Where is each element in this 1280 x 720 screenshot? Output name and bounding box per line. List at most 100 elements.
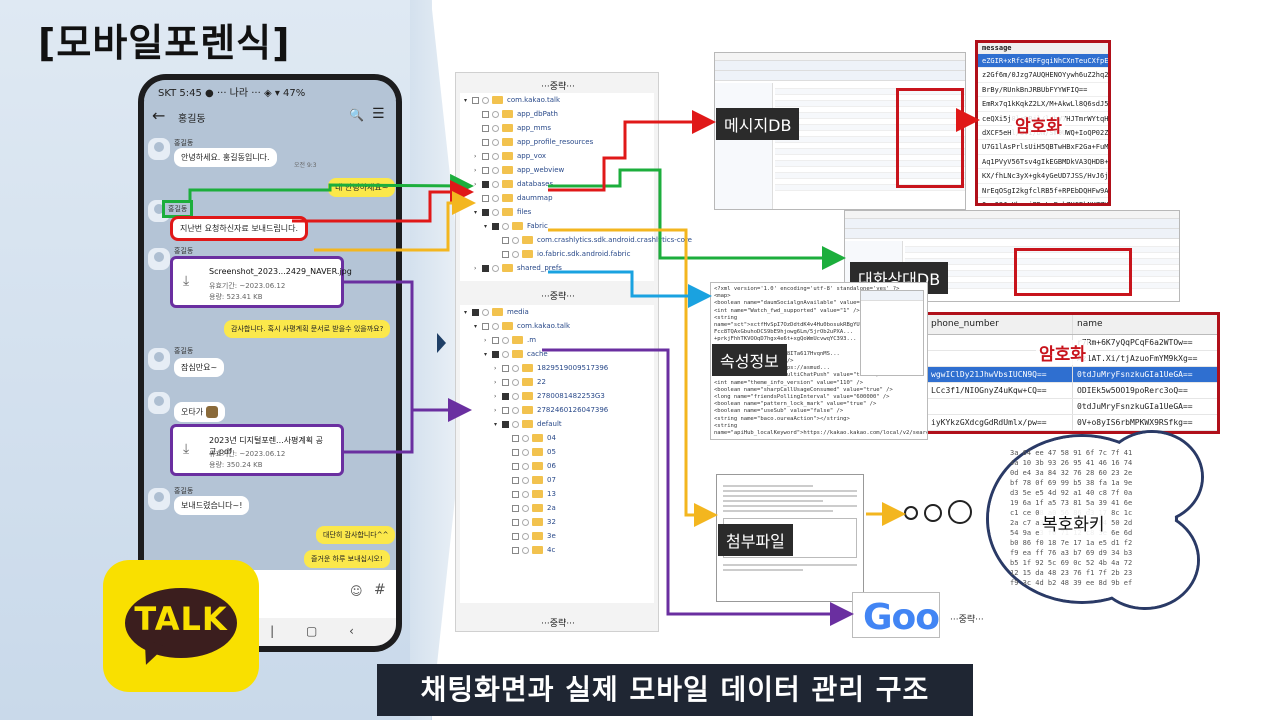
search-icon[interactable]: 🔍 xyxy=(349,108,364,122)
avatar[interactable] xyxy=(148,248,170,270)
message-cell[interactable]: Aq1PVyV56Tsv4gIkEGBMDkVA3QHDB+2KKq7... xyxy=(978,155,1108,170)
tree-node[interactable]: ▾media xyxy=(460,305,654,319)
expand-toggle-icon[interactable]: › xyxy=(494,406,497,414)
table-row[interactable]: LCc3f1/NIOGnyZ4uKqw+CQ==ODIEk5w5OO19poRe… xyxy=(927,383,1217,399)
table-row[interactable]: iyKYkzGXdcgGdRdUmlx/pw==0V+o8yIS6rbMPKWX… xyxy=(927,415,1217,431)
tree-node[interactable]: app_dbPath xyxy=(460,107,654,121)
expand-toggle-icon[interactable]: ▾ xyxy=(494,420,498,428)
checkbox[interactable] xyxy=(502,236,509,244)
tree-node[interactable]: ›1829519009517396 xyxy=(460,361,654,375)
expand-toggle-icon[interactable]: ▾ xyxy=(464,96,468,104)
menu-icon[interactable]: ☰ xyxy=(372,106,385,122)
tree-node[interactable]: 3e xyxy=(460,529,654,543)
checkbox[interactable] xyxy=(482,322,489,330)
tree-node[interactable]: ›shared_prefs xyxy=(460,261,654,275)
message-cell[interactable]: NrEqOSgI2kgfclRB5f+RPEbDQHFw9A/uCt9xgL..… xyxy=(978,184,1108,198)
expand-toggle-icon[interactable]: ▾ xyxy=(474,322,478,330)
checkbox[interactable] xyxy=(512,504,519,512)
emoji-icon[interactable]: ☺ xyxy=(350,584,363,598)
tree-node[interactable]: io.fabric.sdk.android.fabric xyxy=(460,247,654,261)
tree-node[interactable]: 06 xyxy=(460,459,654,473)
nav-buttons[interactable]: ||| ▢ ‹ xyxy=(234,624,368,638)
expand-toggle-icon[interactable]: ▾ xyxy=(484,222,488,230)
expand-toggle-icon[interactable]: › xyxy=(494,392,497,400)
message-cell[interactable]: U7G1lAsPrlsUiH5QBTwHBxF2Ga+FuM6x1kyrNw== xyxy=(978,140,1108,155)
checkbox[interactable] xyxy=(482,208,489,216)
tree-node[interactable]: 4c xyxy=(460,543,654,557)
checkbox[interactable] xyxy=(512,462,519,470)
file-attachment-bubble[interactable]: ⤓ 2023년 디지털포렌...사평계획 공고.pdf 유효기간: ~2023.… xyxy=(170,424,344,476)
message-cell[interactable]: eZGIR+xRfc4RFFgqiNhCXnTeuCXfpE/uGq8ocv/W… xyxy=(978,54,1108,69)
checkbox[interactable] xyxy=(482,264,489,272)
tree-node[interactable]: ▾com.kakao.talk xyxy=(460,319,654,333)
back-arrow-icon[interactable]: ← xyxy=(152,106,166,125)
tree-node[interactable]: ›databases xyxy=(460,177,654,191)
checkbox[interactable] xyxy=(502,392,509,400)
tree-node[interactable]: ▾com.kakao.talk xyxy=(460,93,654,107)
message-cell[interactable]: KX/fhLNc3yX+gk4yGeUD7JSS/HvJ6j0x/aZJfm..… xyxy=(978,169,1108,184)
checkbox[interactable] xyxy=(502,250,509,258)
checkbox[interactable] xyxy=(502,406,509,414)
checkbox[interactable] xyxy=(492,336,499,344)
checkbox[interactable] xyxy=(492,222,499,230)
checkbox[interactable] xyxy=(482,124,489,132)
checkbox[interactable] xyxy=(482,152,489,160)
avatar[interactable] xyxy=(148,138,170,160)
tree-node[interactable]: 04 xyxy=(460,431,654,445)
message-cell[interactable]: OrrQ3JoUbmzjPDeLeEakZUGEkNKZZHwA2N4S5... xyxy=(978,198,1108,203)
checkbox[interactable] xyxy=(512,448,519,456)
tree-node[interactable]: app_profile_resources xyxy=(460,135,654,149)
checkbox[interactable] xyxy=(472,308,479,316)
hash-icon[interactable]: # xyxy=(374,582,386,598)
expand-toggle-icon[interactable]: › xyxy=(484,336,487,344)
table-row[interactable]: wgwIClDy21JhwVbsIUCN9Q==0tdJuMryFsnzkuGI… xyxy=(927,367,1217,383)
tree-node[interactable]: com.crashlytics.sdk.android.crashlytics-… xyxy=(460,233,692,247)
avatar[interactable] xyxy=(148,392,170,414)
tree-node[interactable]: ▾cache xyxy=(460,347,654,361)
tree-node[interactable]: 2a xyxy=(460,501,654,515)
tree-node[interactable]: 05 xyxy=(460,445,654,459)
expand-toggle-icon[interactable]: ▾ xyxy=(464,308,468,316)
table-row[interactable]: 0tdJuMryFsnzkuGIa1UeGA== xyxy=(927,399,1217,415)
expand-toggle-icon[interactable]: › xyxy=(474,180,477,188)
tree-node[interactable]: ›app_vox xyxy=(460,149,654,163)
checkbox[interactable] xyxy=(512,476,519,484)
expand-toggle-icon[interactable]: › xyxy=(494,378,497,386)
message-cell[interactable]: z2Gf6m/0Jzg7AUQHENOYywh6uZ2hq2uFu... xyxy=(978,68,1108,83)
checkbox[interactable] xyxy=(482,110,489,118)
tree-node[interactable]: ›app_webview xyxy=(460,163,654,177)
tree-node[interactable]: ▾Fabric xyxy=(460,219,654,233)
tree-node[interactable]: daummap xyxy=(460,191,654,205)
expand-toggle-icon[interactable]: ▾ xyxy=(484,350,488,358)
checkbox[interactable] xyxy=(482,180,489,188)
checkbox[interactable] xyxy=(482,138,489,146)
tree-node[interactable]: ›22 xyxy=(460,375,654,389)
checkbox[interactable] xyxy=(512,434,519,442)
checkbox[interactable] xyxy=(492,350,499,358)
expand-toggle-icon[interactable]: › xyxy=(474,264,477,272)
tree-node[interactable]: ›.m xyxy=(460,333,654,347)
checkbox[interactable] xyxy=(482,166,489,174)
expand-toggle-icon[interactable]: › xyxy=(474,152,477,160)
checkbox[interactable] xyxy=(502,420,509,428)
file-attachment-bubble[interactable]: ⤓ Screenshot_2023...2429_NAVER.jpg 유효기간:… xyxy=(170,256,352,308)
checkbox[interactable] xyxy=(502,378,509,386)
message-cell[interactable]: EmRx7q1kKqkZ2LX/M+AkwLl8Q6sdJ5yvqYfiB2..… xyxy=(978,97,1108,112)
tree-node[interactable]: ›2782460126047396 xyxy=(460,403,654,417)
tree-node[interactable]: app_mms xyxy=(460,121,654,135)
tree-node[interactable]: 13 xyxy=(460,487,654,501)
avatar[interactable] xyxy=(148,348,170,370)
tree-node[interactable]: ›2780081482253G3 xyxy=(460,389,654,403)
checkbox[interactable] xyxy=(512,532,519,540)
expand-toggle-icon[interactable]: › xyxy=(494,364,497,372)
tree-node[interactable]: 32 xyxy=(460,515,654,529)
checkbox[interactable] xyxy=(512,490,519,498)
tree-node[interactable]: ▾default xyxy=(460,417,654,431)
expand-toggle-icon[interactable]: › xyxy=(474,166,477,174)
tree-node[interactable]: 07 xyxy=(460,473,654,487)
avatar[interactable] xyxy=(148,488,170,510)
checkbox[interactable] xyxy=(512,546,519,554)
checkbox[interactable] xyxy=(472,96,479,104)
checkbox[interactable] xyxy=(512,518,519,526)
checkbox[interactable] xyxy=(482,194,489,202)
